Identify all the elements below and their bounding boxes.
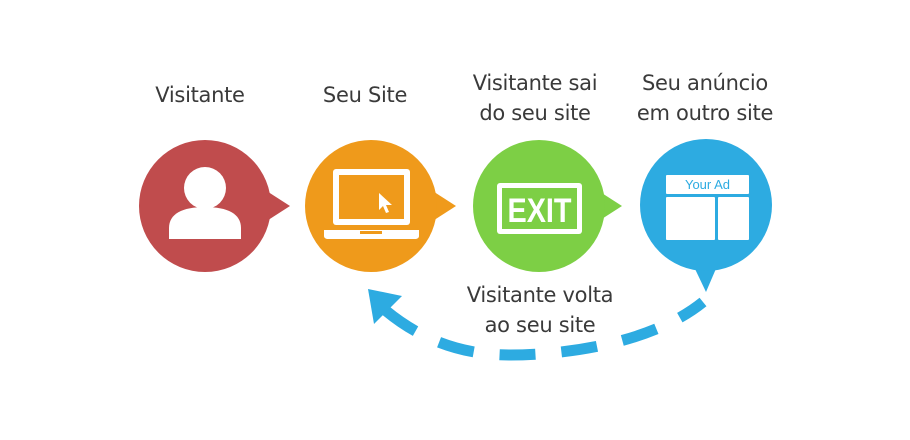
exit-sign-icon: EXIT [497,183,582,234]
step-label-visitor: Visitante [155,83,245,107]
return-label: Visitante volta ao seu site [466,283,614,337]
ad-block-left [666,197,715,240]
laptop-icon [324,169,419,239]
your-site-bubble [305,140,456,272]
dashed-curved-arrow-icon [368,289,707,361]
ad-block-right [718,197,749,240]
exit-sign-text: EXIT [508,192,572,230]
step-label-your-ad: Seu anúncio em outro site [636,71,774,125]
ad-banner [666,175,749,194]
your-ad-bubble: Your Ad [640,139,772,292]
user-icon [169,167,241,239]
arrowhead-icon [368,289,402,324]
step-label-visitor-leaves: Visitante sai do seu site [472,71,598,125]
ad-banner-text: Your Ad [685,177,730,192]
step-label-your-site: Seu Site [322,83,408,107]
cursor-icon [379,193,392,213]
ad-layout-icon: Your Ad [666,175,749,240]
visitor-bubble [139,140,290,272]
visitor-leaves-bubble: EXIT [473,140,622,272]
